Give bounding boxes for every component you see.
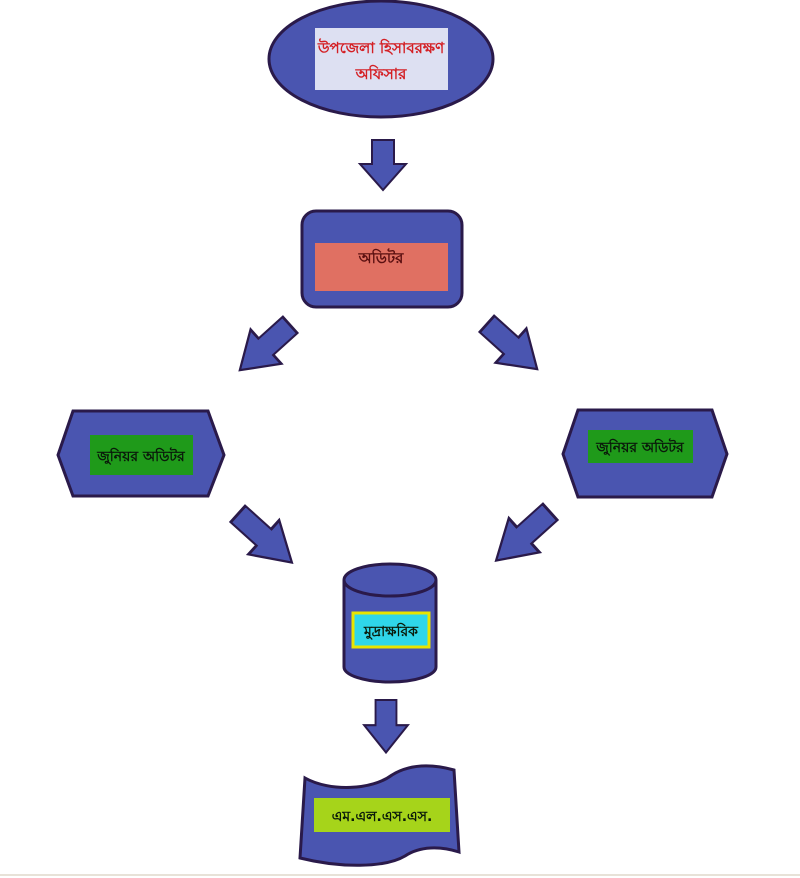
arrow-typist-to-mlss-icon — [363, 698, 409, 754]
node-junior-auditor-right[interactable]: জুনিয়র অডিটর — [561, 408, 729, 499]
arrow-auditor-to-junior-right-icon — [470, 305, 554, 388]
node-upazila-accounts-officer[interactable]: উপজেলা হিসাবরক্ষণ অফিসার — [267, 0, 495, 119]
node-mlss-label: এম.এল.এস.এস. — [332, 809, 433, 825]
node-auditor-label: অডিটর — [358, 248, 404, 267]
arrow-junior-left-to-typist-icon — [221, 495, 309, 581]
node-typist-label: মুদ্রাক্ষরিক — [363, 622, 419, 640]
mlss-label-box — [314, 798, 450, 832]
node-upazila-line2: অফিসার — [355, 64, 408, 83]
node-mlss[interactable]: এম.এল.এস.এস. — [298, 764, 461, 867]
typist-label-box — [351, 611, 431, 649]
arrow-junior-right-to-typist-icon — [479, 493, 567, 579]
arrow-officer-to-auditor-icon — [359, 139, 407, 191]
top-label-box — [315, 28, 448, 90]
node-junior-auditor-left[interactable]: জুনিয়র অডিটর — [56, 409, 226, 498]
node-upazila-line1: উপজেলা হিসাবরক্ষণ — [317, 38, 445, 57]
auditor-label-box — [315, 243, 448, 291]
node-junior-right-label: জুনিয়র অডিটর — [595, 438, 685, 457]
arrow-auditor-to-junior-left-icon — [223, 306, 307, 389]
junior-left-label-box — [90, 435, 193, 475]
node-junior-left-label: জুনিয়র অডিটর — [96, 447, 186, 466]
node-typist[interactable]: মুদ্রাক্ষরিক — [342, 562, 438, 684]
junior-right-label-box — [588, 430, 693, 463]
node-auditor[interactable]: অডিটর — [300, 209, 464, 309]
